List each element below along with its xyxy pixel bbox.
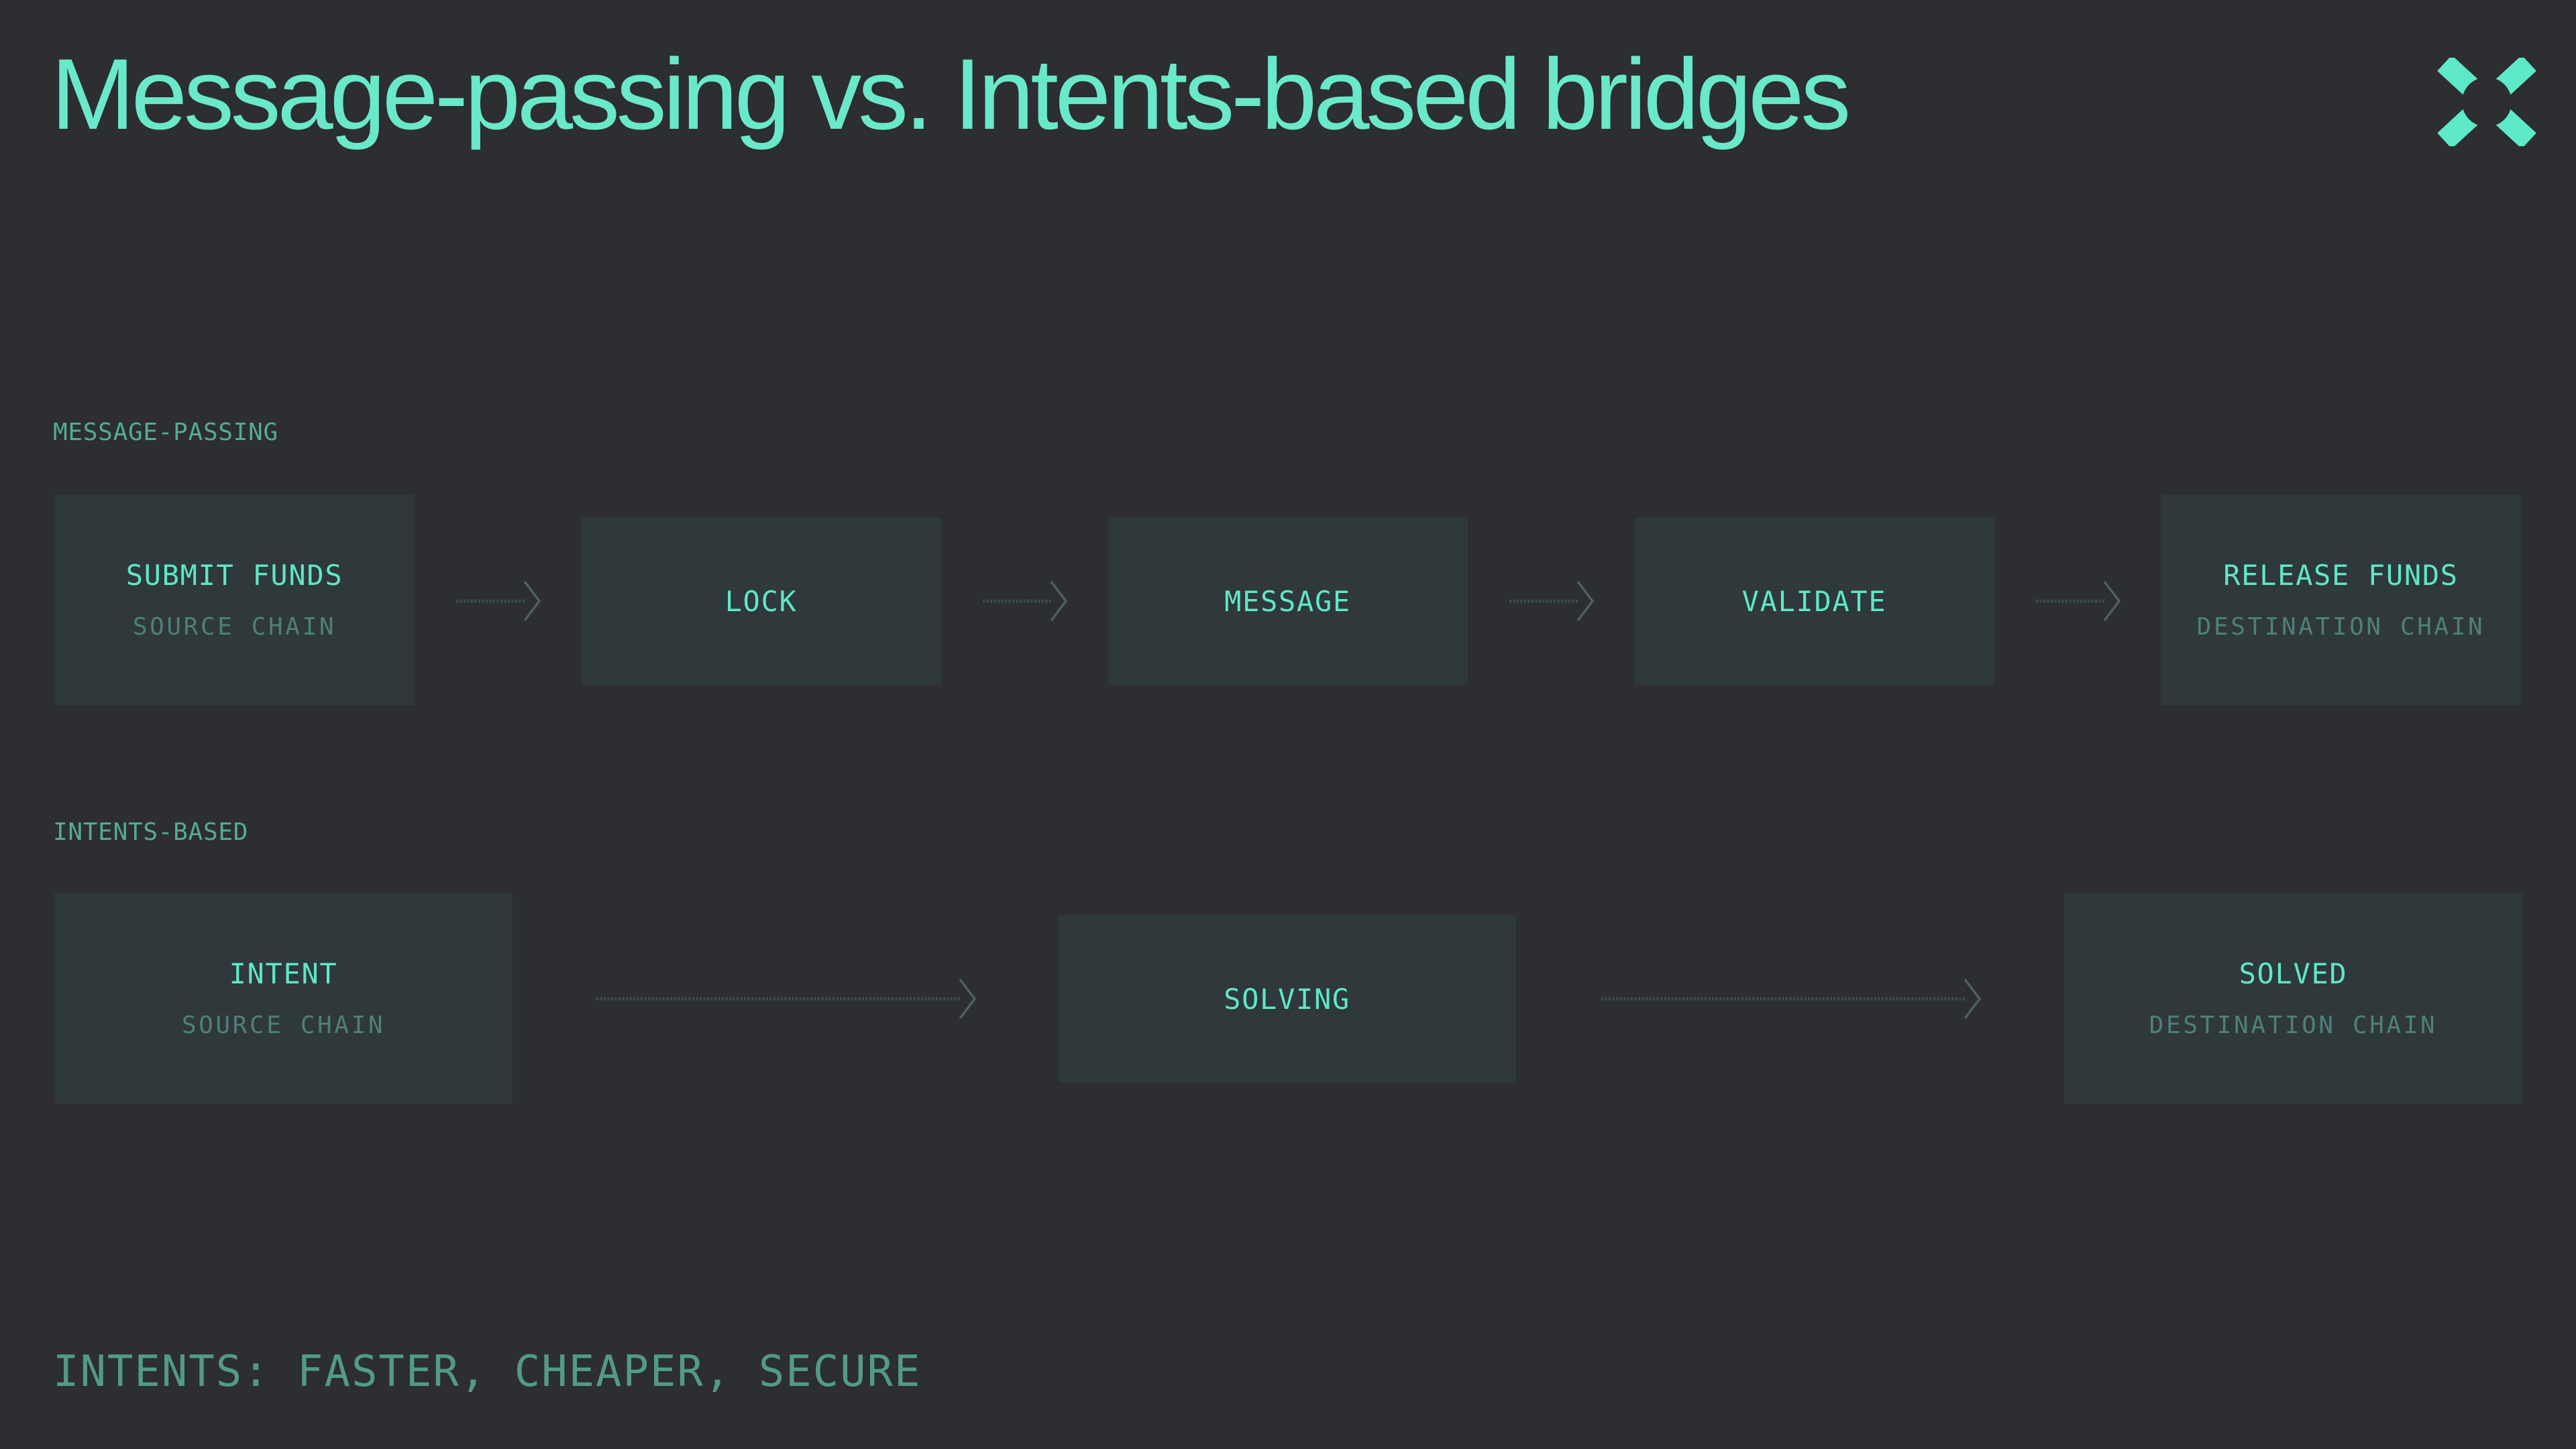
flow-box-validate: VALIDATE: [1634, 517, 1994, 685]
flow-arrow-icon: [983, 580, 1068, 622]
box-title: VALIDATE: [1741, 584, 1887, 618]
flow-arrow-icon: [596, 978, 977, 1020]
flow-box-intent: INTENT SOURCE CHAIN: [54, 893, 513, 1104]
flow-box-submit-funds: SUBMIT FUNDS SOURCE CHAIN: [54, 494, 415, 705]
box-title: RELEASE FUNDS: [2223, 559, 2459, 592]
flow-box-lock: LOCK: [581, 517, 941, 685]
box-title: SUBMIT FUNDS: [125, 559, 343, 592]
flow-arrow-icon: [1601, 978, 1982, 1020]
box-title: MESSAGE: [1224, 584, 1351, 618]
flow-box-solving: SOLVING: [1058, 915, 1516, 1083]
box-subtitle: SOURCE CHAIN: [181, 1012, 386, 1039]
flow-arrow-icon: [456, 580, 541, 622]
section-label-intents-based: INTENTS-BASED: [53, 818, 249, 846]
section-label-message-passing: MESSAGE-PASSING: [53, 419, 278, 446]
page-title: Message-passing vs. Intents-based bridge…: [51, 38, 1851, 150]
box-title: INTENT: [229, 957, 338, 990]
box-subtitle: DESTINATION CHAIN: [2149, 1012, 2438, 1039]
box-title: SOLVED: [2239, 957, 2348, 990]
flow-box-message: MESSAGE: [1108, 517, 1468, 685]
footer-tagline: INTENTS: FASTER, CHEAPER, SECURE: [53, 1347, 922, 1397]
flow-arrow-icon: [2036, 580, 2121, 622]
flow-box-release-funds: RELEASE FUNDS DESTINATION CHAIN: [2161, 494, 2521, 705]
box-title: SOLVING: [1224, 982, 1350, 1016]
box-subtitle: DESTINATION CHAIN: [2196, 613, 2485, 641]
box-subtitle: SOURCE CHAIN: [132, 613, 337, 641]
flow-box-solved: SOLVED DESTINATION CHAIN: [2064, 893, 2522, 1104]
x-logo-icon: [2437, 58, 2536, 146]
box-title: LOCK: [724, 584, 798, 618]
flow-arrow-icon: [1509, 580, 1595, 622]
